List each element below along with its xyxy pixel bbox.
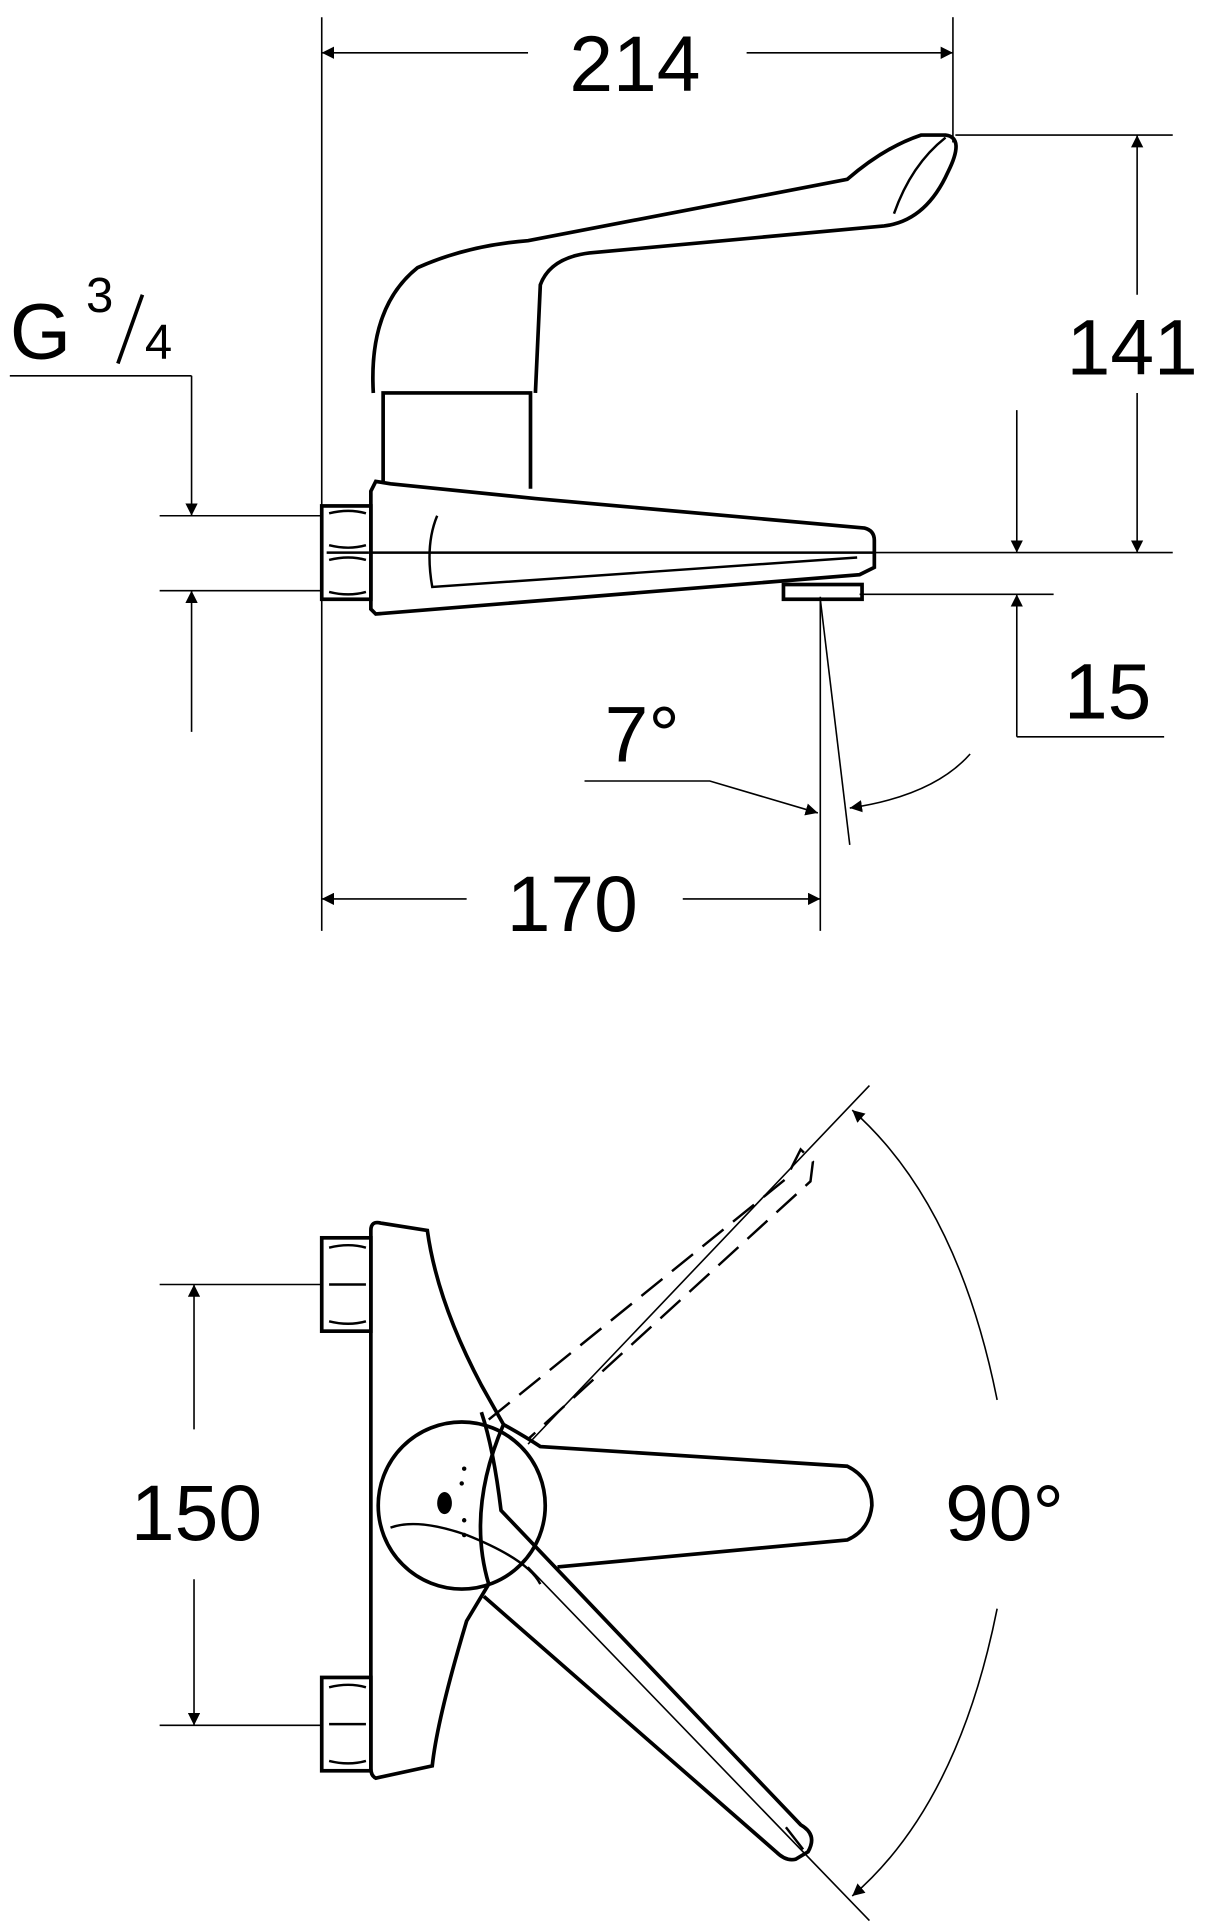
dimension-label-170: 170 <box>507 860 638 948</box>
dimension-150: 150 <box>131 1283 322 1727</box>
lever-rotated-dashed <box>487 1147 815 1441</box>
dimension-angle-7: 7° <box>584 599 971 845</box>
cartridge-housing <box>381 391 533 489</box>
dimension-141: 141 <box>1067 135 1198 553</box>
swing-axis-lower <box>527 1566 870 1922</box>
outlet-axis-line <box>819 599 851 845</box>
thread-label-numerator: 3 <box>86 269 113 323</box>
lever-down <box>479 1411 814 1862</box>
dimension-label-15: 15 <box>1064 647 1151 735</box>
dimension-label-141: 141 <box>1067 304 1198 392</box>
indicator-mark <box>437 1492 452 1515</box>
dimension-label-214: 214 <box>569 20 700 108</box>
lever-centre <box>502 1422 874 1569</box>
dimension-15: 15 <box>1010 410 1165 738</box>
dimension-214: 214 <box>321 20 953 108</box>
body-plan <box>369 1220 506 1781</box>
dimension-thread: G 3 4 <box>9 269 198 732</box>
thread-label-slash <box>116 294 145 365</box>
outlet-aerator <box>781 582 864 602</box>
dimension-angle-90: 90° <box>527 1085 1064 1922</box>
connector-top <box>319 1235 373 1333</box>
swing-axis-upper <box>527 1085 871 1445</box>
cartridge-detail <box>390 1522 542 1585</box>
dimension-170: 170 <box>321 860 821 948</box>
lever-handle-inner <box>892 136 947 215</box>
thread-label-base: G <box>10 288 71 376</box>
lever-handle <box>371 133 958 394</box>
faucet-side-outline <box>319 133 958 616</box>
thread-label-denominator: 4 <box>145 316 172 370</box>
lever-down-tip <box>784 1826 805 1851</box>
connector-bottom <box>319 1675 373 1773</box>
cartridge-circle <box>376 1420 548 1591</box>
top-view: 150 <box>131 1085 1064 1922</box>
spout-body <box>369 479 877 616</box>
side-view: 214 141 15 G 3 4 7° <box>9 17 1198 948</box>
dimension-label-150: 150 <box>131 1469 262 1557</box>
dimension-label-7deg: 7° <box>605 690 680 778</box>
dimension-label-90deg: 90° <box>945 1469 1064 1557</box>
